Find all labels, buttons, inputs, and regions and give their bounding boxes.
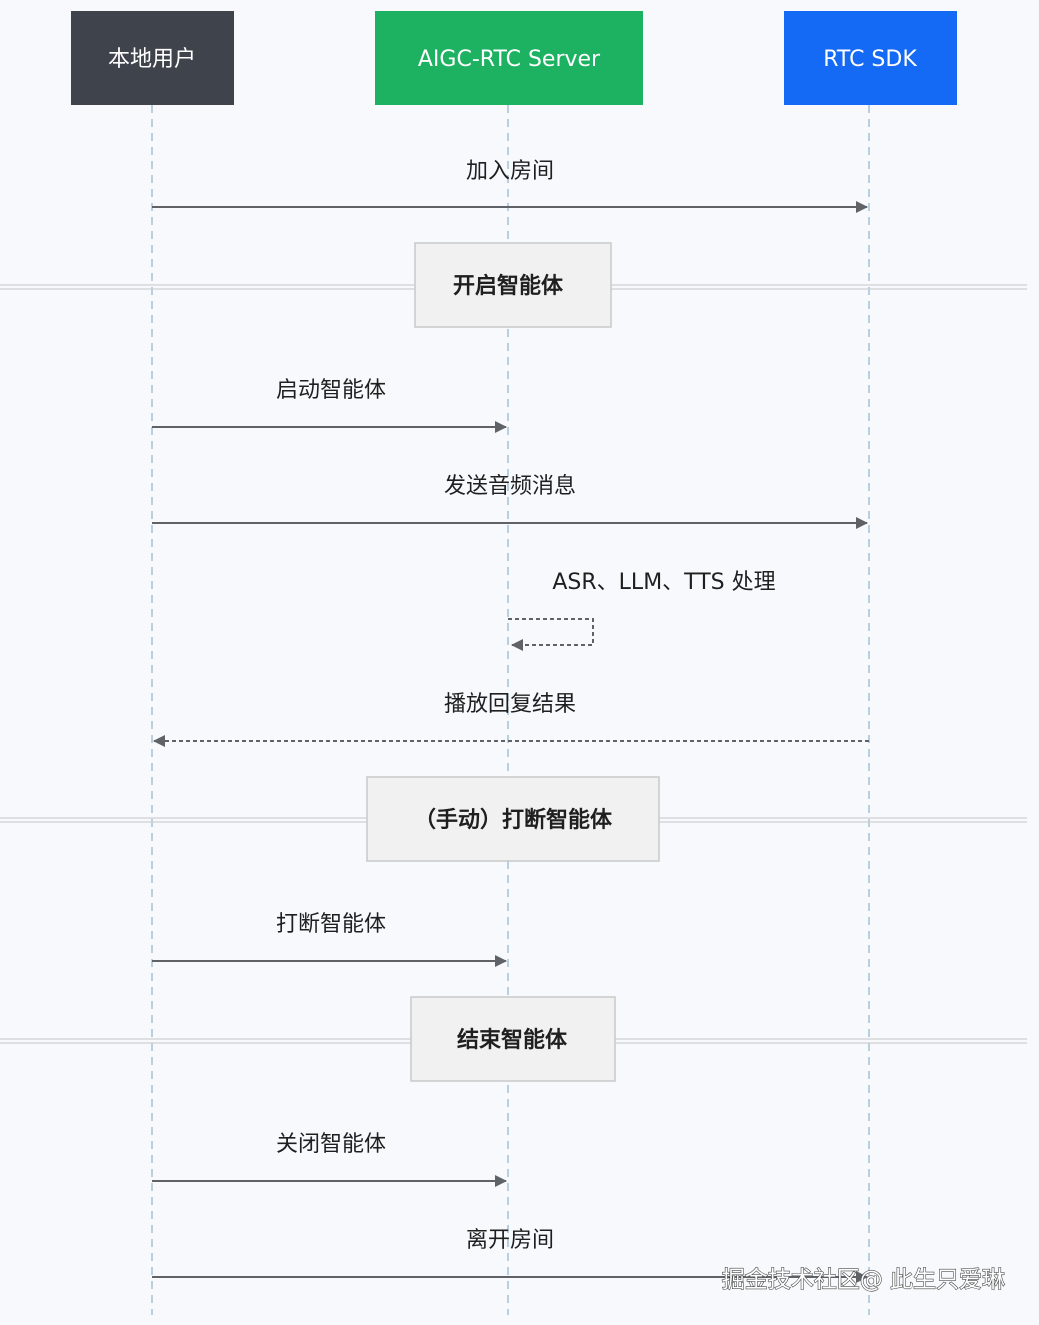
message-label: 关闭智能体 bbox=[276, 1132, 386, 1157]
section-end-agent: 结束智能体 bbox=[0, 996, 1027, 1082]
self-message-arrow bbox=[508, 618, 594, 651]
watermark: 掘金技术社区@ 此生只爱琳 bbox=[722, 1267, 1005, 1293]
message-label: 离开房间 bbox=[466, 1228, 554, 1253]
actor-label: 本地用户 bbox=[108, 47, 196, 72]
actor-local-user: 本地用户 bbox=[71, 11, 234, 105]
section-label: 结束智能体 bbox=[457, 1027, 568, 1053]
message-label: 打断智能体 bbox=[276, 912, 386, 937]
actor-aigc-rtc-server: AIGC-RTC Server bbox=[375, 11, 643, 105]
message-label: 加入房间 bbox=[466, 159, 554, 184]
actor-rtc-sdk: RTC SDK bbox=[784, 11, 957, 105]
message-label: 播放回复结果 bbox=[444, 692, 576, 717]
actor-label: AIGC-RTC Server bbox=[418, 47, 601, 72]
actor-label: RTC SDK bbox=[823, 47, 917, 72]
message-label: ASR、LLM、TTS 处理 bbox=[552, 570, 775, 595]
section-label: 开启智能体 bbox=[453, 273, 564, 299]
message-label: 启动智能体 bbox=[276, 378, 386, 403]
message-label: 发送音频消息 bbox=[444, 474, 576, 499]
section-label: （手动）打断智能体 bbox=[414, 807, 613, 833]
section-interrupt-agent: （手动）打断智能体 bbox=[0, 776, 1027, 862]
section-start-agent: 开启智能体 bbox=[0, 242, 1027, 328]
